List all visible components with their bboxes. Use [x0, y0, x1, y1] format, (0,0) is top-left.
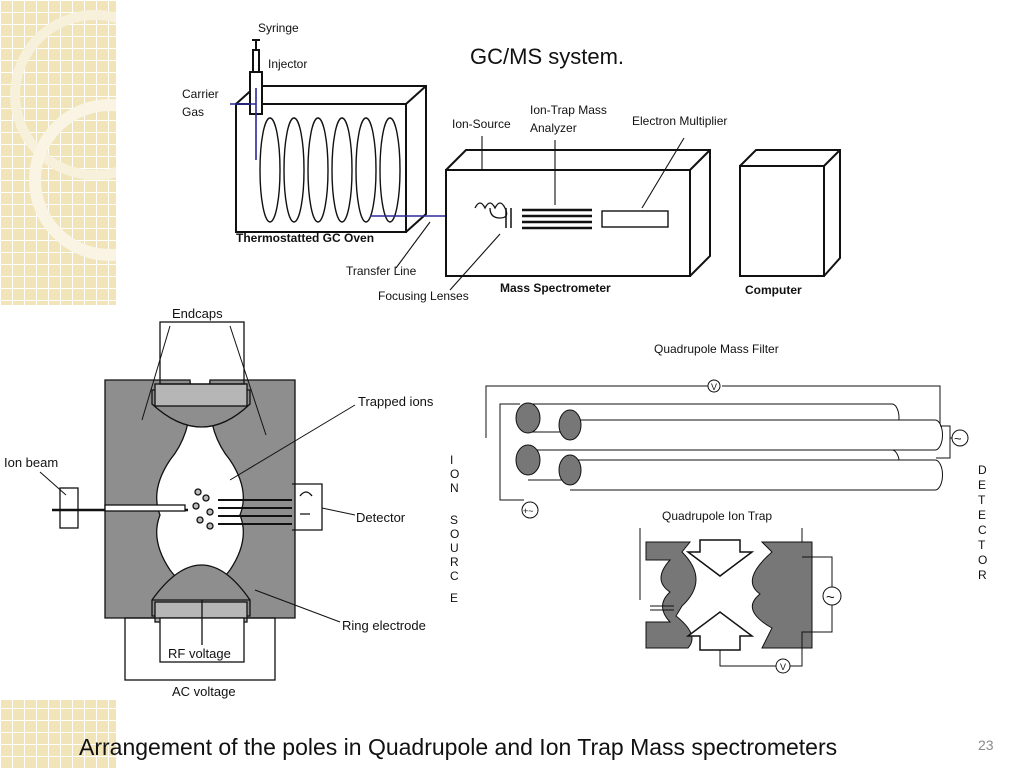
gcms-diagram: Syringe Injector Carrier Gas Thermostatt… — [182, 21, 841, 303]
ion-source-coil — [474, 202, 508, 219]
ion-trap-label-2: Analyzer — [530, 121, 577, 135]
rf-voltage-label: RF voltage — [168, 646, 231, 661]
top-endcap — [154, 383, 248, 407]
carrier-gas-label-2: Gas — [182, 105, 204, 119]
detector-vertical: D E T E C T O R — [978, 463, 987, 582]
mass-spectrometer-label: Mass Spectrometer — [500, 281, 611, 295]
carrier-gas-label: Carrier — [182, 87, 219, 101]
ion-source-letter: U — [450, 541, 459, 555]
gc-column-coil — [259, 117, 401, 223]
ion-source-letter: O — [450, 467, 459, 481]
trap-ac-label: ~ — [826, 589, 835, 606]
ion-trap-label: Ion-Trap Mass — [530, 103, 607, 117]
detector-label: Detector — [356, 510, 406, 525]
quad-filter-title: Quadrupole Mass Filter — [654, 342, 779, 356]
injector-label: Injector — [268, 57, 307, 71]
transfer-line-label: Transfer Line — [346, 264, 417, 278]
page-number: 23 — [978, 737, 994, 753]
quad-ion-trap-title: Quadrupole Ion Trap — [662, 509, 772, 523]
electron-multiplier-label: Electron Multiplier — [632, 114, 727, 128]
ac-label: ~ — [954, 431, 962, 446]
ion-source-letter: C — [450, 569, 459, 583]
detector-letter: R — [978, 568, 987, 582]
syringe-label: Syringe — [258, 21, 299, 35]
ring-electrode-label: Ring electrode — [342, 618, 426, 633]
quadrupole-diagram: Quadrupole Mass Filter Quadrupole Ion Tr… — [450, 342, 987, 674]
electron-multiplier — [601, 210, 669, 228]
trap-v-label: V — [780, 662, 786, 672]
endcaps-label: Endcaps — [172, 306, 223, 321]
ac-voltage-label: AC voltage — [172, 684, 236, 699]
ion-source-letter: O — [450, 527, 459, 541]
plus-ac-label: +~ — [523, 506, 534, 516]
computer-box — [739, 165, 825, 277]
ion-trap-analyzer — [522, 208, 592, 230]
ion-source-label: Ion-Source — [452, 117, 511, 131]
computer-label: Computer — [745, 283, 802, 297]
ion-source-letter: R — [450, 555, 459, 569]
quadrupole-ion-trap — [639, 528, 842, 674]
ion-source-vertical: I O N S O U R C E — [450, 453, 459, 605]
slide-title: GC/MS system. — [470, 44, 625, 69]
trapped-ions-label: Trapped ions — [358, 394, 434, 409]
slide-caption: Arrangement of the poles in Quadrupole a… — [79, 734, 838, 760]
detector-letter: E — [978, 478, 986, 492]
v-label: V — [711, 382, 717, 392]
focusing-lenses-label: Focusing Lenses — [378, 289, 469, 303]
ion-source-letter: N — [450, 481, 459, 495]
detector-letter: T — [978, 493, 986, 507]
detector-letter: C — [978, 523, 987, 537]
detector-letter: T — [978, 538, 986, 552]
ion-source-letter: I — [450, 453, 453, 467]
ion-trap-diagram: Endcaps Trapped ions Ion beam Detector R… — [4, 306, 434, 699]
syringe — [252, 49, 260, 73]
background-decoration — [0, 0, 116, 768]
detector-letter: O — [978, 553, 987, 567]
detector-letter: D — [978, 463, 987, 477]
ion-source-letter: S — [450, 513, 458, 527]
ion-source-letter: E — [450, 591, 458, 605]
gc-oven-label: Thermostatted GC Oven — [236, 231, 374, 245]
detector-letter: E — [978, 508, 986, 522]
ion-beam-label: Ion beam — [4, 455, 58, 470]
